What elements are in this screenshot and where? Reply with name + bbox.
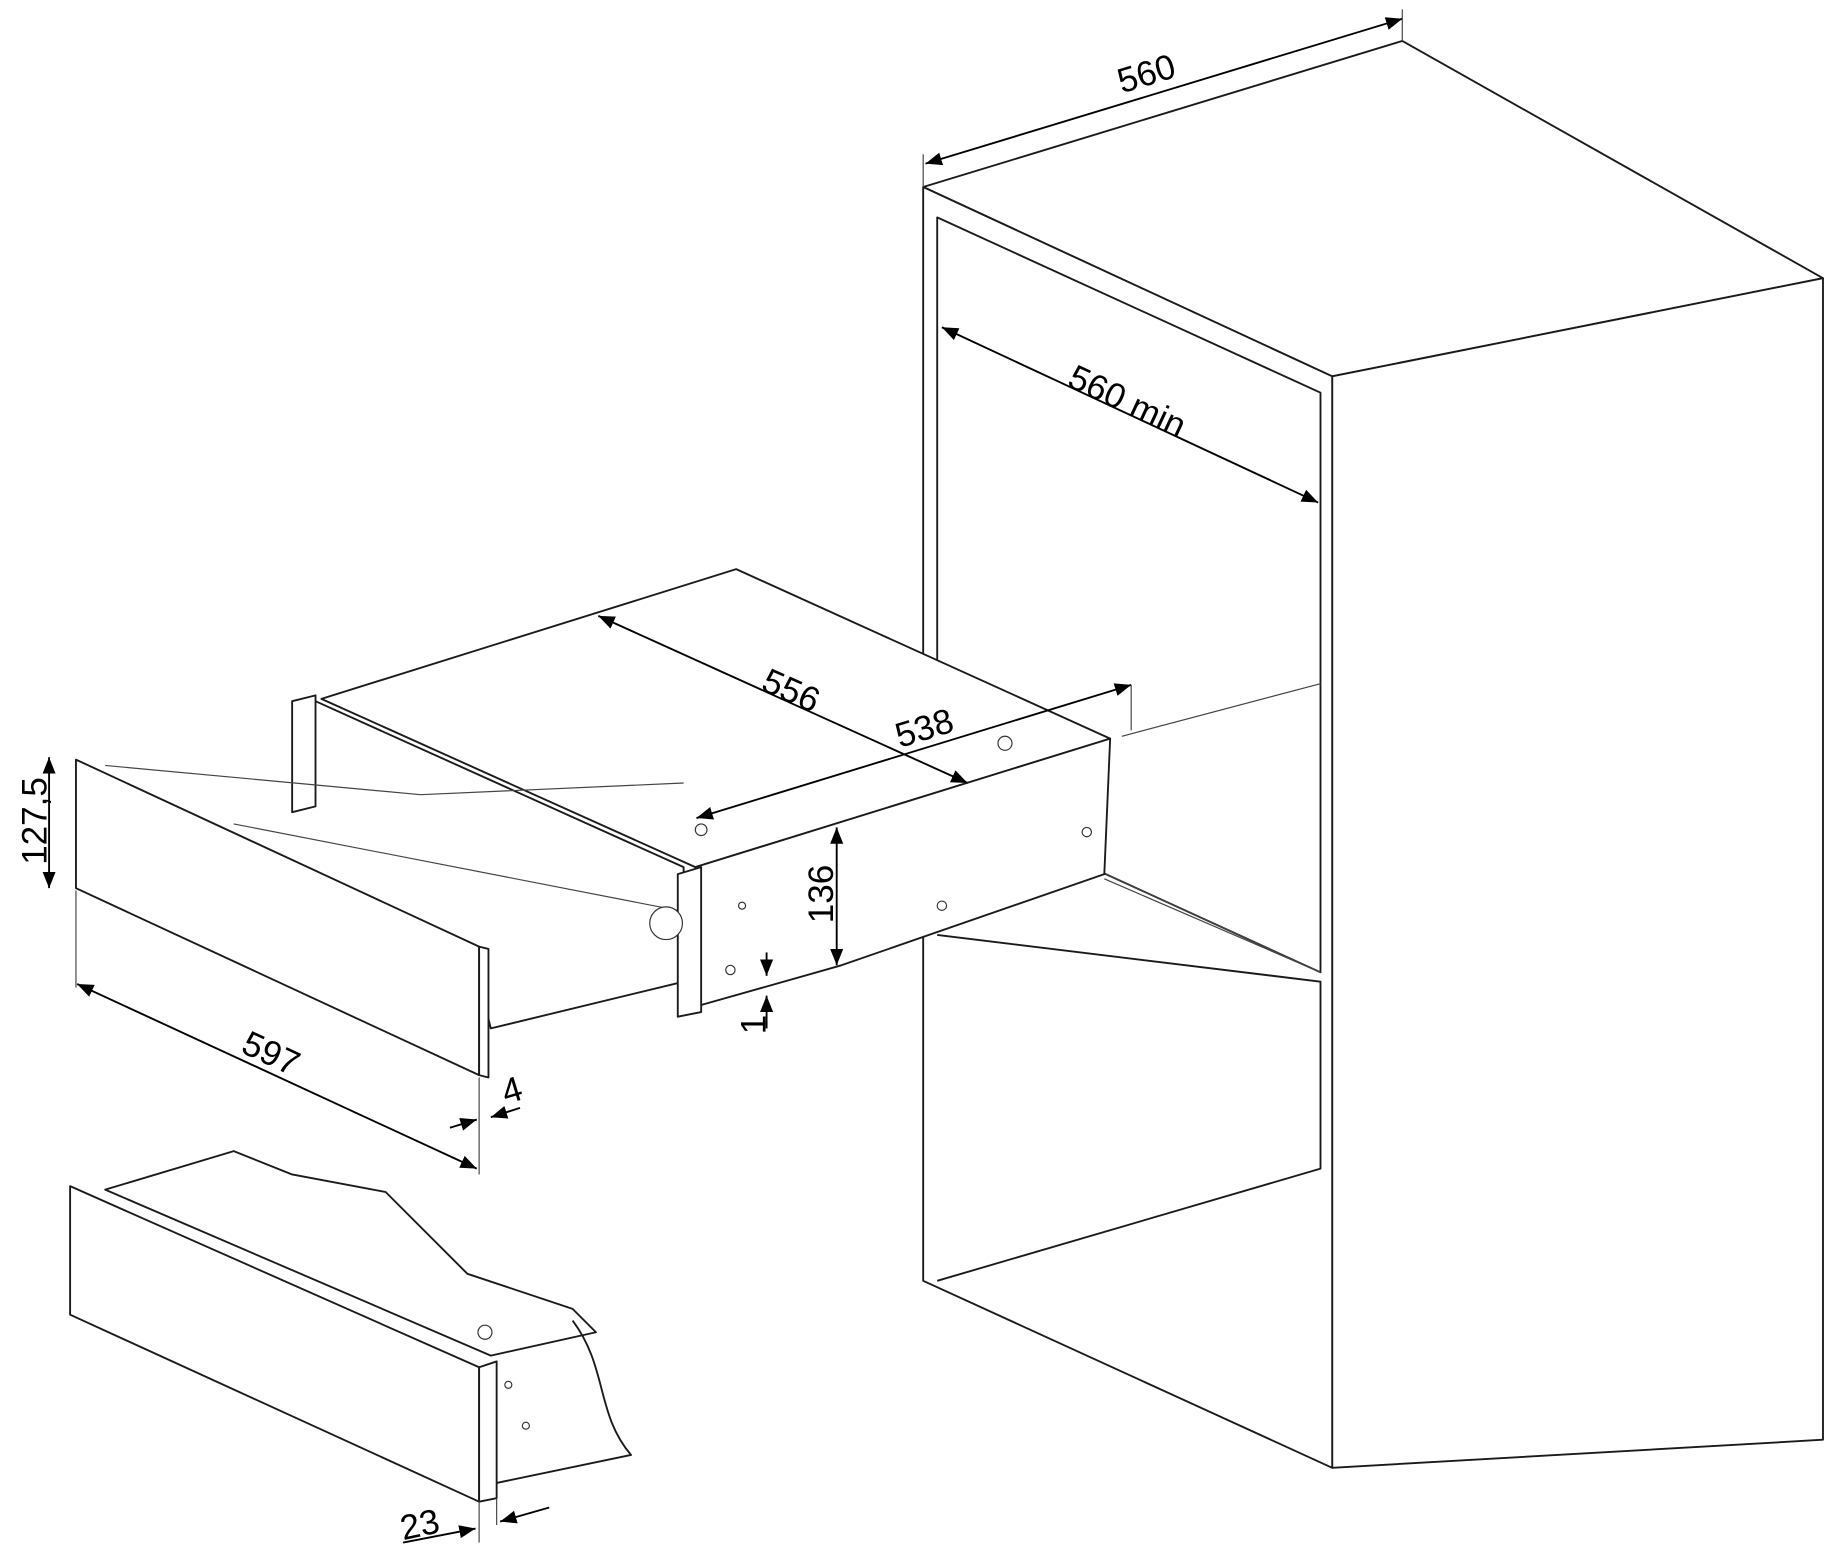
dim-line-23 [499,1506,550,1524]
dim-line-560 [925,17,1403,166]
label-front-offset: 4 [497,1069,527,1112]
cabinet-side [1331,277,1824,1469]
label-front-thickness: 23 [397,1502,443,1548]
label-cabinet-width: 560 [1113,47,1180,101]
label-front-width: 597 [236,1024,305,1084]
dim-line-4 [490,1105,521,1119]
dim-line-538 [696,683,1132,820]
front-panel-face [75,758,481,1077]
label-gap: 1 [734,1015,773,1035]
dim-line-560-min [941,326,1319,504]
label-front-height: 127,5 [16,777,55,865]
detail-view [69,1150,632,1544]
front-panel [42,757,521,1175]
dim-line-597 [76,983,478,1170]
label-drawer-height: 136 [802,865,841,923]
drawer-body [105,568,1132,1030]
